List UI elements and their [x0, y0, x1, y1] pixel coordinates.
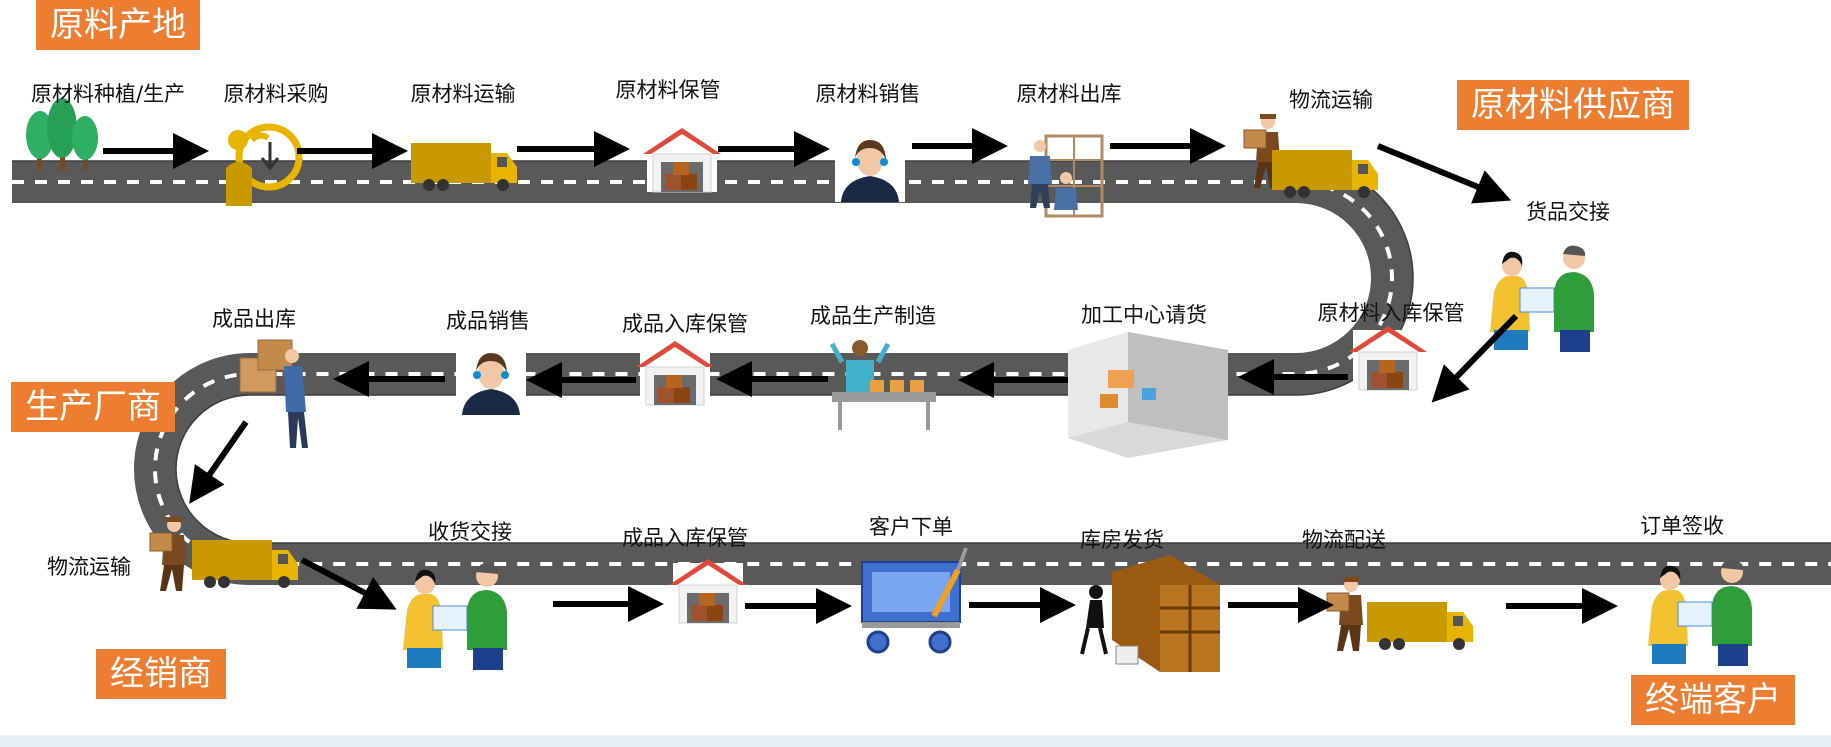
step-label: 成品出库: [212, 307, 296, 331]
processing-center-icon: [1068, 332, 1228, 458]
boxes-out-icon: [239, 339, 308, 448]
step-label: 成品生产制造: [810, 304, 936, 328]
stage-tag-end-customer: 终端客户: [1631, 675, 1795, 725]
warehouse-icon: [1348, 325, 1428, 391]
sales-operator-icon: [456, 345, 526, 415]
warehouse-out-workers-icon: [1028, 134, 1104, 218]
step-label: 原材料保管: [615, 78, 721, 102]
step-label: 库房发货: [1080, 528, 1164, 552]
step-label: 原材料种植/生产: [30, 82, 186, 106]
stage-tag-raw-origin: 原料产地: [36, 0, 200, 50]
warehouse-icon: [635, 340, 715, 406]
step-label: 成品入库保管: [622, 312, 748, 336]
step-label: 原材料销售: [815, 82, 921, 106]
step-label: 收货交接: [428, 520, 512, 544]
step-label: 物流运输: [47, 555, 131, 579]
purchase-person-icon: [226, 123, 303, 206]
handover-icon: [1489, 245, 1595, 353]
manufacturing-icon: [829, 340, 936, 430]
bottom-strip: [0, 735, 1831, 747]
stage-tag-distributor: 经销商: [96, 649, 226, 699]
step-label: 成品销售: [446, 309, 530, 333]
step-label: 原材料入库保管: [1317, 301, 1465, 325]
step-label: 原材料采购: [223, 82, 329, 106]
warehouse-icon: [668, 558, 748, 624]
shopping-cart-icon: [861, 547, 968, 654]
courier-icon: [1326, 576, 1364, 652]
sales-operator-icon: [835, 132, 905, 202]
step-label: 物流运输: [1289, 88, 1373, 112]
step-label: 货品交接: [1526, 200, 1610, 224]
warehouse-icon: [642, 127, 722, 193]
truck-icon: [1367, 602, 1473, 650]
step-label: 原材料运输: [410, 82, 516, 106]
step-label: 物流配送: [1302, 528, 1386, 552]
flow-arrows: [103, 128, 1618, 624]
tree-icon: [26, 98, 98, 170]
step-label: 客户下单: [869, 515, 953, 539]
stage-tag-manufacturer: 生产厂商: [11, 382, 175, 432]
step-label: 加工中心请货: [1081, 303, 1207, 327]
step-label: 订单签收: [1640, 514, 1724, 538]
stage-tag-raw-supplier: 原材料供应商: [1457, 80, 1689, 130]
shelf-dispatch-icon: [1080, 555, 1220, 672]
step-label: 成品入库保管: [622, 526, 748, 550]
step-label: 原材料出库: [1016, 82, 1122, 106]
